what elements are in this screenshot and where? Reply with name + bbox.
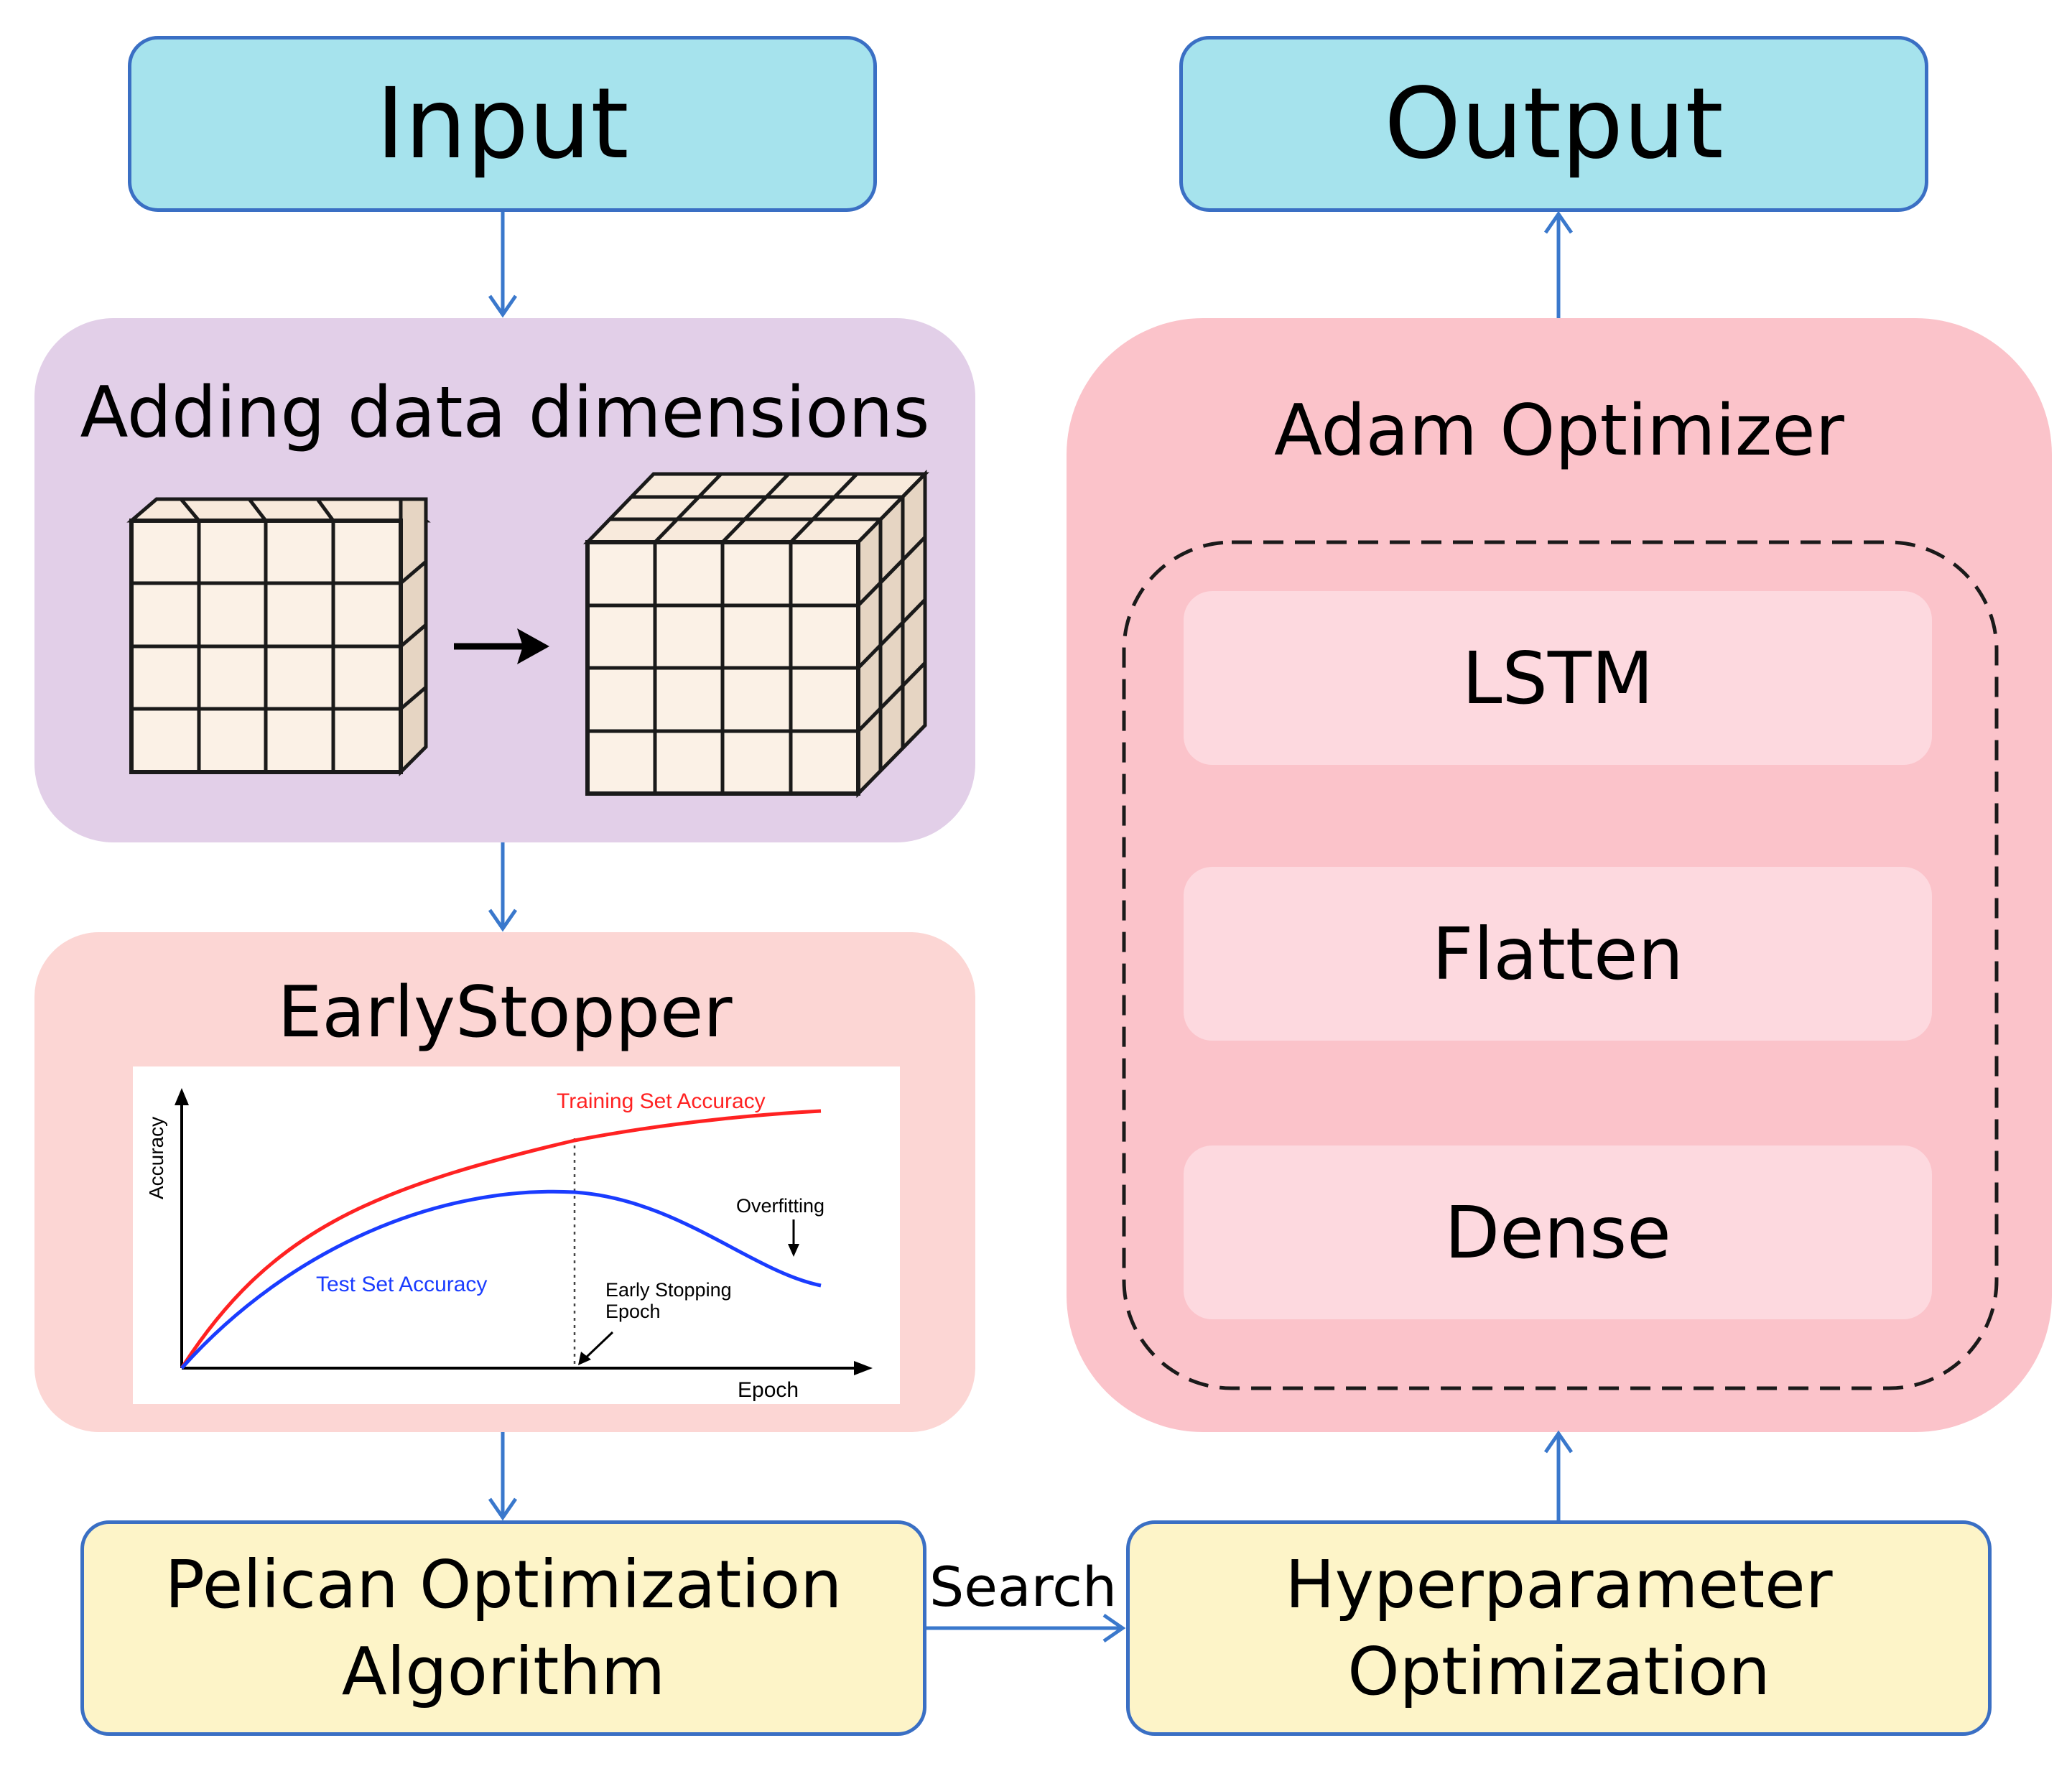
search-label: Search bbox=[929, 1555, 1117, 1619]
early-stopping-label-1: Early Stopping bbox=[605, 1279, 732, 1301]
pelican-line2: Algorithm bbox=[341, 1633, 666, 1710]
hyperparameter-optimization-box: Hyperparameter Optimization bbox=[1126, 1520, 1992, 1736]
hyperparameter-to-adam-arrowhead bbox=[1543, 1430, 1574, 1454]
earlystopper-to-pelican-arrowhead bbox=[488, 1497, 518, 1521]
overfitting-label: Overfitting bbox=[736, 1195, 824, 1217]
transform-arrow-icon bbox=[454, 628, 549, 664]
layer-dense: Dense bbox=[1184, 1145, 1932, 1319]
hyper-line1: Hyperparameter bbox=[1285, 1546, 1833, 1623]
input-label: Input bbox=[376, 67, 629, 181]
overfitting-arrowhead bbox=[788, 1244, 799, 1257]
layer-flatten: Flatten bbox=[1184, 867, 1932, 1041]
layer-lstm: LSTM bbox=[1184, 591, 1932, 765]
test-accuracy-curve bbox=[180, 1189, 822, 1370]
output-label: Output bbox=[1384, 67, 1724, 181]
hyper-line2: Optimization bbox=[1347, 1633, 1770, 1710]
layer-flatten-label: Flatten bbox=[1432, 911, 1683, 996]
test-set-label: Test Set Accuracy bbox=[316, 1273, 487, 1296]
layer-dense-label: Dense bbox=[1444, 1190, 1671, 1275]
y-axis-label: Accuracy bbox=[145, 1117, 167, 1199]
grid-3d-icon bbox=[583, 469, 929, 799]
output-box: Output bbox=[1179, 36, 1928, 212]
training-accuracy-curve bbox=[180, 1109, 822, 1370]
early-stopping-chart: Training Set Accuracy Test Set Accuracy … bbox=[133, 1066, 900, 1404]
pelican-line1: Pelican Optimization bbox=[164, 1546, 842, 1623]
input-to-dimensions-arrowhead bbox=[488, 294, 518, 318]
x-axis-label: Epoch bbox=[738, 1378, 799, 1402]
early-stopping-label-2: Epoch bbox=[605, 1301, 661, 1322]
adding-dimensions-title: Adding data dimensions bbox=[80, 372, 930, 454]
y-axis-arrowhead bbox=[175, 1088, 189, 1105]
model-layers-frame bbox=[1122, 540, 1999, 1390]
chart-svg: Training Set Accuracy Test Set Accuracy … bbox=[145, 1088, 873, 1402]
adam-to-output-arrowhead bbox=[1543, 210, 1574, 234]
adam-optimizer-title: Adam Optimizer bbox=[1274, 390, 1844, 472]
training-set-label: Training Set Accuracy bbox=[557, 1089, 766, 1113]
dimensions-to-earlystopper-arrowhead bbox=[488, 908, 518, 932]
pelican-to-hyperparameter-arrowhead bbox=[1102, 1613, 1126, 1643]
early-stopper-title: EarlyStopper bbox=[277, 972, 733, 1054]
early-stop-pointer bbox=[582, 1331, 614, 1361]
grid-2d-icon bbox=[126, 497, 431, 777]
layer-lstm-label: LSTM bbox=[1462, 636, 1654, 720]
input-box: Input bbox=[128, 36, 877, 212]
early-stop-pointer-head bbox=[578, 1352, 591, 1365]
x-axis-arrowhead bbox=[854, 1361, 873, 1375]
pelican-optimization-box: Pelican Optimization Algorithm bbox=[80, 1520, 926, 1736]
